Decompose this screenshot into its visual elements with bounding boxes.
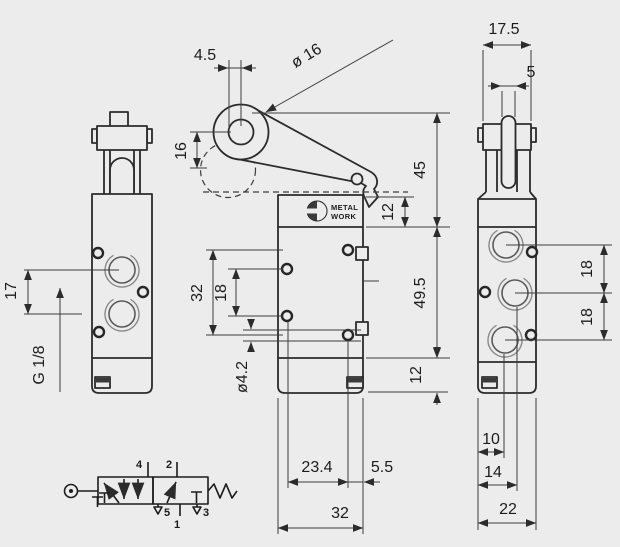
right-view-hole-3: [524, 328, 538, 342]
left-view-head-cap: [96, 125, 148, 151]
dim-right-hole-offset: 10: [482, 431, 500, 448]
left-view-hole-2: [136, 285, 150, 299]
symbol-port-1: 1: [174, 519, 180, 531]
right-view-bottom-slot-fill: [483, 378, 496, 383]
right-side-view: 17.5 5 18 18 10 14 22: [477, 21, 612, 530]
right-view-shoulder: [477, 191, 537, 200]
left-side-view: 17 G 1/8: [3, 111, 153, 394]
dim-front-hole-span-v: 32: [189, 284, 206, 302]
dim-right-port-offset: 14: [484, 464, 502, 481]
left-view-hole-3: [92, 325, 106, 339]
front-view-hole-1: [280, 262, 294, 276]
dim-front-bottom-height: 12: [408, 366, 425, 384]
dim-front-hole-edge: 5.5: [371, 459, 393, 476]
left-view-bottom-slot-fill: [96, 378, 109, 383]
front-view-hole-4: [341, 328, 355, 342]
dim-front-hole-pitch-v: 18: [213, 284, 230, 302]
symbol-port-3: 3: [203, 507, 209, 519]
front-view-tab-lower: [355, 321, 369, 336]
dim-right-roller-width: 5: [527, 64, 536, 81]
logo-text-2: WORK: [331, 212, 357, 221]
right-view-hole-2: [478, 285, 492, 299]
right-view-roller: [500, 115, 517, 189]
right-view-port-3-thread: [487, 324, 523, 358]
dim-front-roller-travel: 16: [173, 142, 190, 160]
metalwork-logo-half: [316, 200, 328, 222]
metalwork-logo: METAL WORK: [306, 200, 358, 222]
symbol-box-right: [152, 476, 209, 505]
symbol-exhaust-5-icon: [153, 506, 163, 515]
symbol-port-5: 5: [164, 507, 170, 519]
right-view-hole-1: [525, 245, 539, 259]
dim-front-hole-dia: ø4.2: [234, 361, 251, 393]
left-view-top-nub: [109, 111, 129, 128]
front-view: METAL WORK 4.5 ø 16: [173, 39, 450, 534]
front-view-roller-pressed-dashed: [199, 141, 257, 199]
leader-roller-dia: [265, 39, 394, 113]
front-view-body: [277, 194, 364, 394]
symbol-port-2: 2: [166, 459, 172, 471]
symbol-roller-lever-icon: [63, 483, 103, 507]
left-view-body: [91, 193, 153, 394]
dim-front-body-height: 49.5: [412, 277, 429, 308]
logo-text-1: METAL: [331, 203, 358, 212]
dim-front-width: 32: [331, 505, 349, 522]
pneumatic-symbol: 4 2 5 1 3: [63, 459, 238, 531]
dim-front-hole-span-h: 23.4: [301, 459, 332, 476]
left-view-port-1-thread: [104, 254, 140, 288]
dim-front-roller-offset: 4.5: [194, 47, 216, 64]
dim-left-port-pitch: 17: [3, 282, 20, 300]
left-view-port-2-thread: [104, 298, 140, 332]
left-view-port-2: [108, 300, 136, 328]
right-view-fork-arms: [485, 150, 531, 192]
dim-right-head-width: 17.5: [488, 21, 519, 38]
right-view-port-2-thread: [497, 277, 533, 311]
front-view-hole-3: [341, 243, 355, 257]
front-view-tab-upper: [355, 246, 369, 261]
right-view-port-1-thread: [488, 229, 524, 263]
symbol-box-left: [97, 476, 154, 505]
left-view-hole-1: [91, 246, 105, 260]
symbol-exhaust-3-icon: [192, 506, 202, 515]
dim-right-width: 22: [499, 501, 517, 518]
front-view-lever-hole: [350, 172, 364, 186]
metalwork-logo-slot: [306, 208, 317, 214]
dim-left-thread: G 1/8: [31, 345, 48, 384]
symbol-port-4: 4: [136, 459, 143, 471]
dim-right-port-pitch-upper: 18: [579, 260, 596, 278]
left-view-roller-edge: [109, 157, 135, 194]
dim-right-port-pitch-lower: 18: [579, 308, 596, 326]
front-view-bottom-slot-fill: [348, 378, 362, 383]
dim-front-band-height: 12: [380, 203, 397, 221]
left-view-fork-arms: [103, 150, 141, 194]
dim-front-top-height: 45: [412, 161, 429, 179]
symbol-spring-icon: [207, 483, 238, 499]
front-view-hole-2: [280, 309, 294, 323]
dim-front-roller-dia: ø 16: [289, 41, 325, 72]
